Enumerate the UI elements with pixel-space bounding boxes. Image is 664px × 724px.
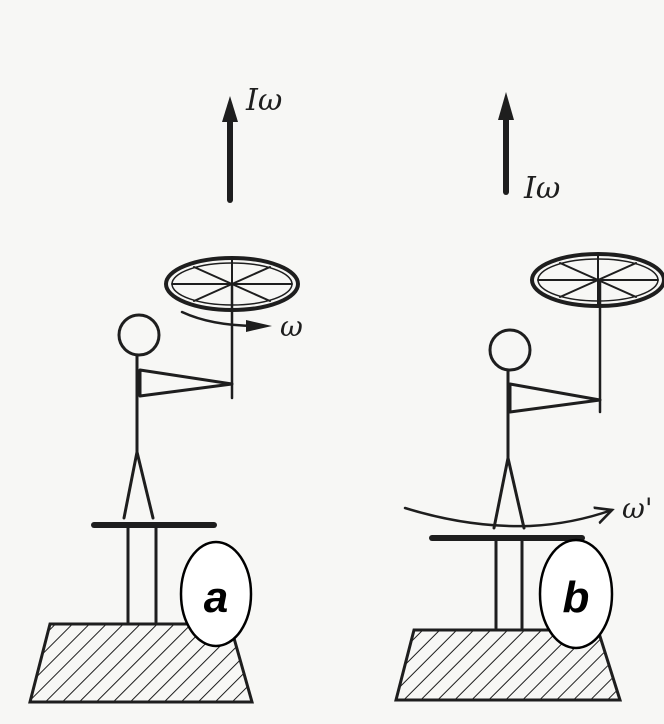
rotating-stool-a bbox=[28, 522, 254, 704]
rotating-stool-b bbox=[394, 535, 623, 702]
angular-momentum-arrow-a bbox=[222, 96, 238, 203]
angular-momentum-arrow-b bbox=[498, 92, 514, 195]
panel-a: Iω ω bbox=[28, 83, 303, 704]
panel-b: Iω ω' bbox=[394, 92, 664, 702]
rotation-arrow-b bbox=[403, 508, 612, 528]
hatched-base-a bbox=[28, 622, 254, 704]
omega-prime-label-b: ω' bbox=[622, 492, 653, 525]
person-b bbox=[488, 328, 602, 530]
panel-label-a: a bbox=[204, 573, 228, 622]
panel-label-badge-a: a bbox=[179, 540, 253, 648]
rotation-arrow-a bbox=[180, 310, 272, 332]
spinning-wheel-b bbox=[530, 252, 664, 308]
omega-label-a: ω bbox=[280, 310, 303, 343]
momentum-label-a: Iω bbox=[245, 83, 282, 118]
panel-label-b: b bbox=[563, 573, 590, 622]
hatched-base-b bbox=[394, 628, 623, 702]
person-a bbox=[117, 313, 234, 520]
momentum-label-b: Iω bbox=[523, 171, 560, 206]
panel-label-badge-b: b bbox=[538, 538, 614, 650]
